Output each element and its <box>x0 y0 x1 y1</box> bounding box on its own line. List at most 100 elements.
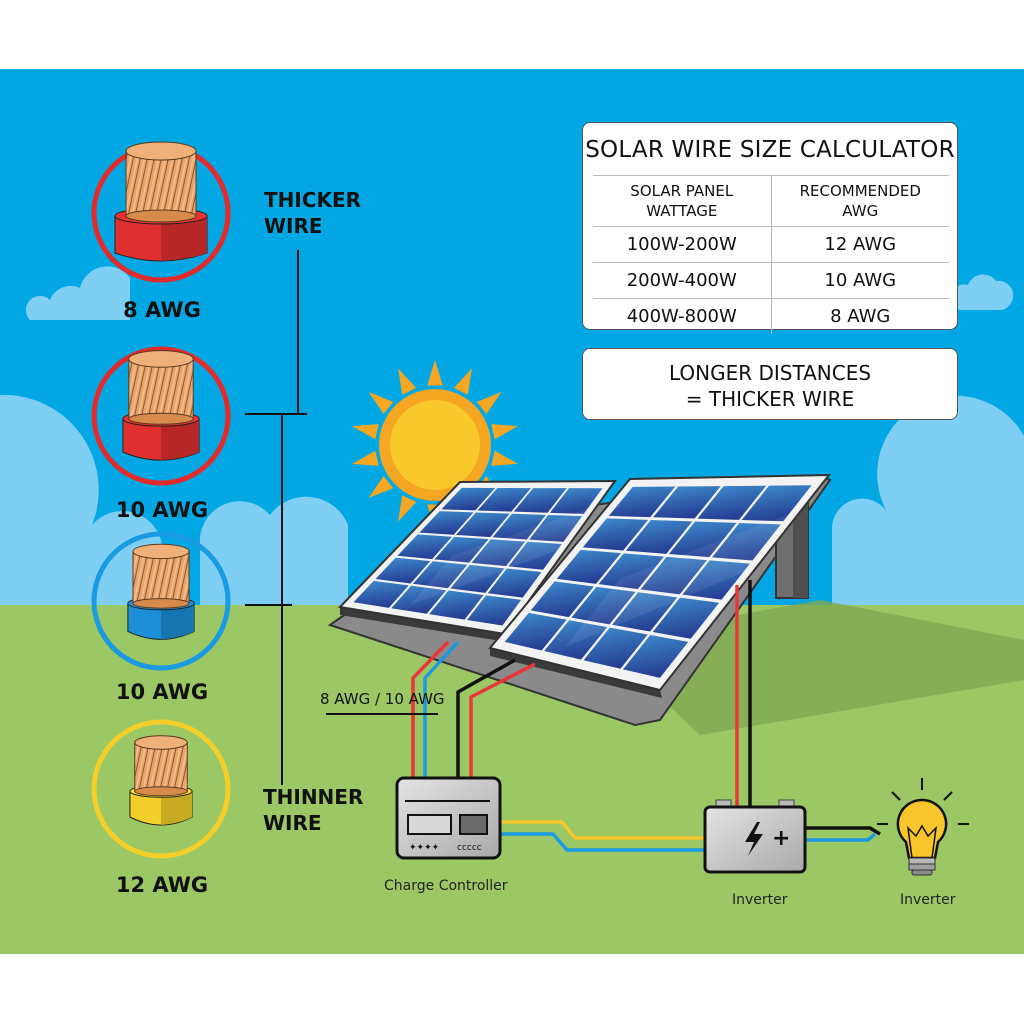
wire-sample-label: 8 AWG <box>123 298 201 322</box>
solar-cell <box>450 564 505 593</box>
cell-wattage: 100W-200W <box>593 226 772 263</box>
solar-cell <box>441 487 496 511</box>
header-wattage-line1: SOLAR PANEL <box>630 182 734 200</box>
charge-controller-icon: ✦✦✦✦ ccccc <box>395 776 502 860</box>
cell-wattage: 400W-800W <box>593 298 772 334</box>
wire-blue <box>805 832 877 842</box>
solar-cell <box>353 580 409 608</box>
wire-gauge-label: 8 AWG / 10 AWG <box>320 690 445 708</box>
battery-label: Inverter <box>732 892 788 908</box>
header-awg-line1: RECOMMENDED <box>799 182 921 200</box>
header-awg: RECOMMENDED AWG <box>771 175 949 227</box>
distance-note-card: LONGER DISTANCES = THICKER WIRE <box>582 348 958 420</box>
sun-ray <box>453 368 472 395</box>
cell-awg: 10 AWG <box>771 262 949 299</box>
cell-wattage: 200W-400W <box>593 262 772 299</box>
light-bulb-icon <box>877 778 969 876</box>
thicker-wire-line2: WIRE <box>264 214 323 238</box>
solar-cell <box>622 635 689 678</box>
solar-cell <box>508 541 562 570</box>
solar-cell <box>741 485 812 522</box>
sun-icon <box>352 360 518 530</box>
solar-cell <box>513 488 567 513</box>
sun-ray <box>476 392 502 414</box>
solar-cell <box>682 560 750 600</box>
battery-icon: + <box>703 799 807 874</box>
solar-cell <box>466 595 522 626</box>
solar-cell <box>530 581 594 618</box>
solar-cell <box>697 485 767 520</box>
wire-sample-label: 10 AWG <box>115 498 209 522</box>
wire-blue <box>423 640 460 780</box>
sun-ray <box>368 476 394 498</box>
thinner-wire-line1: THINNER <box>263 785 364 809</box>
solar-cell <box>582 518 649 551</box>
solar-cell <box>375 557 431 584</box>
note-line1: LONGER DISTANCES <box>668 361 872 385</box>
solar-cell <box>456 512 510 538</box>
wire-sample-label: 10 AWG <box>115 680 209 704</box>
solar-cell <box>412 561 468 589</box>
copper-strands <box>128 350 194 425</box>
copper-strands <box>125 141 197 223</box>
table-row: 100W-200W 12 AWG <box>593 226 949 263</box>
header-wattage: SOLAR PANEL WATTAGE <box>593 175 772 227</box>
sun-ray <box>491 450 518 466</box>
solar-cell <box>598 553 664 590</box>
solar-cell <box>504 612 567 651</box>
copper-strands <box>134 735 188 797</box>
wire-sample-label: 12 AWG <box>115 873 209 897</box>
svg-text:ccccc: ccccc <box>457 843 482 853</box>
bulb-label: Inverter <box>900 892 956 908</box>
cell-awg: 12 AWG <box>771 226 949 263</box>
header-wattage-line2: WATTAGE <box>646 202 718 220</box>
svg-text:✦✦✦✦: ✦✦✦✦ <box>409 843 440 853</box>
solar-cell <box>625 519 693 554</box>
solar-cell <box>487 568 542 598</box>
cell-awg: 8 AWG <box>771 298 949 334</box>
sun-ray <box>352 424 379 440</box>
calculator-title: SOLAR WIRE SIZE CALCULATOR <box>585 137 955 163</box>
solar-cell <box>397 534 452 560</box>
sun-ray <box>491 424 518 440</box>
scale-bracket <box>245 250 307 785</box>
solar-cell <box>612 592 678 632</box>
solar-cell <box>712 522 781 561</box>
solar-cell <box>429 590 484 620</box>
solar-panel-left <box>337 479 617 642</box>
solar-cell <box>471 539 526 567</box>
solar-cell <box>434 536 489 563</box>
wire-yellow <box>500 820 710 840</box>
solar-cell <box>419 511 474 535</box>
wire-insulation <box>114 207 208 262</box>
solar-cell <box>549 488 603 514</box>
sun-core <box>390 400 480 490</box>
solar-cell <box>583 627 648 669</box>
solar-cell <box>640 556 707 595</box>
note-line2: = THICKER WIRE <box>685 387 855 411</box>
wire-black <box>456 658 516 780</box>
thicker-wire-line1: THICKER <box>264 188 362 212</box>
charge-controller-label: Charge Controller <box>384 878 508 894</box>
copper-strands <box>132 543 190 609</box>
table-header-row: SOLAR PANEL WATTAGE RECOMMENDED AWG <box>593 175 949 227</box>
solar-cell <box>556 549 621 584</box>
wire-red <box>469 662 536 780</box>
solar-cell <box>668 521 737 558</box>
solar-cell <box>529 514 583 542</box>
solar-cell <box>544 620 608 660</box>
wire-size-calculator-card: SOLAR WIRE SIZE CALCULATOR SOLAR PANEL W… <box>582 122 958 334</box>
wire-sample-ring <box>91 719 231 859</box>
wire-sample-ring <box>91 346 231 486</box>
sun-ray <box>352 450 379 466</box>
sun-ray <box>398 368 417 395</box>
wire-sample-icon <box>91 719 231 859</box>
calculator-table: SOLAR PANEL WATTAGE RECOMMENDED AWG 100W… <box>593 175 949 334</box>
solar-cell <box>477 488 531 512</box>
thicker-wire-label: THICKER WIRE <box>264 187 361 239</box>
wire-sample-icon <box>91 531 231 671</box>
wire-blue <box>500 832 710 852</box>
solar-cell <box>571 586 636 625</box>
table-row: 200W-400W 10 AWG <box>593 262 949 299</box>
wire-sample-ring <box>91 531 231 671</box>
